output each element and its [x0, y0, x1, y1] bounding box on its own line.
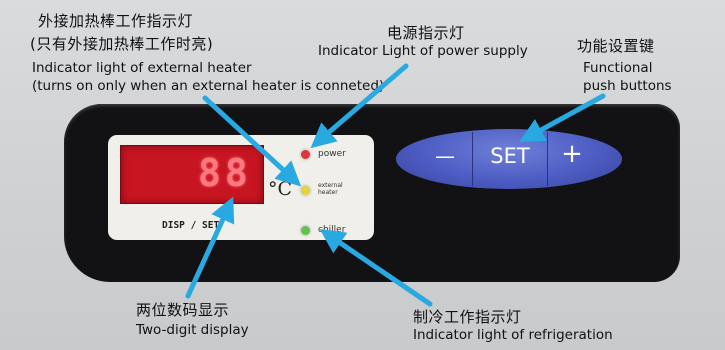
heater-callout-zh-line2: (只有外接加热棒工作时亮)	[30, 35, 214, 53]
disp-set-label: DISP / SET	[162, 220, 220, 231]
power-callout-zh: 电源指示灯	[387, 24, 465, 42]
two-digit-readout: 88	[198, 151, 252, 195]
arrow-display	[185, 196, 235, 299]
power-callout-en: Indicator Light of power supply	[318, 43, 528, 59]
function-callout-en-line1: Functional	[583, 60, 653, 76]
power-led-label: power	[318, 149, 346, 159]
set-button[interactable]: SET	[474, 146, 546, 167]
plus-button[interactable]: +	[549, 141, 595, 167]
button-divider-right	[547, 132, 548, 186]
heater-callout-en-line1: Indicator light of external heater	[32, 60, 252, 76]
heater-callout-en-line2: (turns on only when an external heater i…	[32, 78, 385, 94]
lcd-screen	[120, 145, 264, 204]
display-callout-en: Two-digit display	[136, 322, 249, 338]
refrigeration-callout-en: Indicator light of refrigeration	[413, 327, 613, 343]
function-callout-en-line2: push buttons	[583, 78, 672, 94]
button-divider-left	[472, 132, 473, 186]
button-bar	[396, 129, 622, 189]
power-led-icon	[301, 150, 310, 159]
heater-led-icon	[301, 186, 310, 195]
chiller-led-icon	[301, 226, 310, 235]
function-callout-zh: 功能设置键	[577, 37, 655, 55]
display-callout-zh: 两位数码显示	[136, 301, 230, 319]
minus-button[interactable]: —	[422, 146, 468, 166]
refrigeration-callout-zh: 制冷工作指示灯	[413, 308, 522, 326]
heater-led-label-line2: heater	[318, 189, 338, 196]
arrow-heater	[202, 95, 302, 187]
heater-led-label-line1: external	[318, 182, 343, 189]
arrow-refrigeration	[319, 228, 433, 307]
arrow-function	[519, 93, 606, 143]
heater-callout-zh-line1: 外接加热棒工作指示灯	[38, 12, 194, 30]
arrow-power	[310, 63, 409, 149]
